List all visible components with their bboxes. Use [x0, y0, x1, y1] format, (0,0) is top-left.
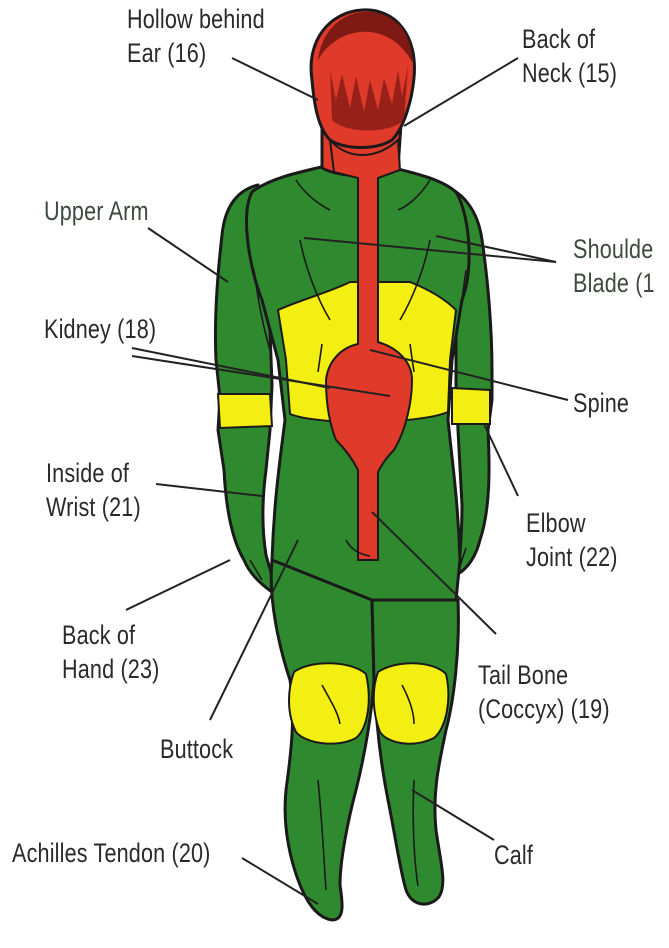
label-spine: Spine: [573, 386, 629, 420]
label-achilles-tendon-line1: Achilles Tendon (20): [12, 836, 211, 870]
label-shoulder-blade: Shoulde Blade (1: [573, 232, 655, 300]
label-tail-bone-line2: (Coccyx) (19): [478, 692, 610, 726]
label-buttock-line1: Buttock: [160, 732, 233, 766]
left-knee: [289, 663, 369, 743]
label-back-of-hand: Back of Hand (23): [62, 618, 160, 686]
label-achilles-tendon: Achilles Tendon (20): [12, 836, 211, 870]
label-elbow-joint-line1: Elbow: [526, 506, 618, 540]
label-kidney: Kidney (18): [44, 312, 156, 346]
right-elbow-band: [452, 388, 490, 424]
label-elbow-joint: Elbow Joint (22): [526, 506, 618, 574]
label-calf: Calf: [494, 838, 533, 872]
leader-back-hand: [126, 560, 230, 610]
label-back-neck-line2: Neck (15): [522, 56, 617, 90]
label-shoulder-blade-line1: Shoulde: [573, 232, 655, 266]
label-inside-wrist: Inside of Wrist (21): [46, 456, 141, 524]
body-silhouette: [215, 10, 492, 920]
label-inside-wrist-line1: Inside of: [46, 456, 141, 490]
label-tail-bone: Tail Bone (Coccyx) (19): [478, 658, 610, 726]
label-back-neck-line1: Back of: [522, 22, 617, 56]
label-upper-arm-line1: Upper Arm: [44, 194, 149, 228]
label-elbow-joint-line2: Joint (22): [526, 540, 618, 574]
label-back-of-hand-line1: Back of: [62, 618, 160, 652]
label-upper-arm: Upper Arm: [44, 194, 149, 228]
label-hollow-ear-line1: Hollow behind: [127, 2, 265, 36]
left-elbow-band: [218, 394, 272, 428]
label-back-neck: Back of Neck (15): [522, 22, 617, 90]
leader-back-neck: [404, 58, 518, 126]
label-shoulder-blade-line2: Blade (1: [573, 266, 655, 300]
label-hollow-ear-line2: Ear (16): [127, 36, 265, 70]
label-tail-bone-line1: Tail Bone: [478, 658, 610, 692]
label-hollow-ear: Hollow behind Ear (16): [127, 2, 265, 70]
leader-upper-arm: [148, 228, 228, 282]
label-calf-line1: Calf: [494, 838, 533, 872]
label-inside-wrist-line2: Wrist (21): [46, 490, 141, 524]
label-kidney-line1: Kidney (18): [44, 312, 156, 346]
right-knee: [374, 663, 449, 743]
label-back-of-hand-line2: Hand (23): [62, 652, 160, 686]
label-spine-line1: Spine: [573, 386, 629, 420]
label-buttock: Buttock: [160, 732, 233, 766]
